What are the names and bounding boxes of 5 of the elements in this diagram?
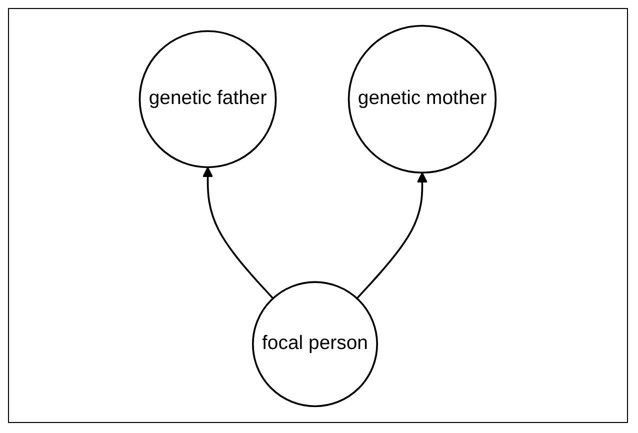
arrow [356, 172, 428, 299]
node-circle: focal person [252, 280, 378, 407]
arrow [202, 166, 274, 299]
node-circle: genetic mother [348, 24, 497, 174]
node-circle: genetic father [139, 30, 278, 168]
